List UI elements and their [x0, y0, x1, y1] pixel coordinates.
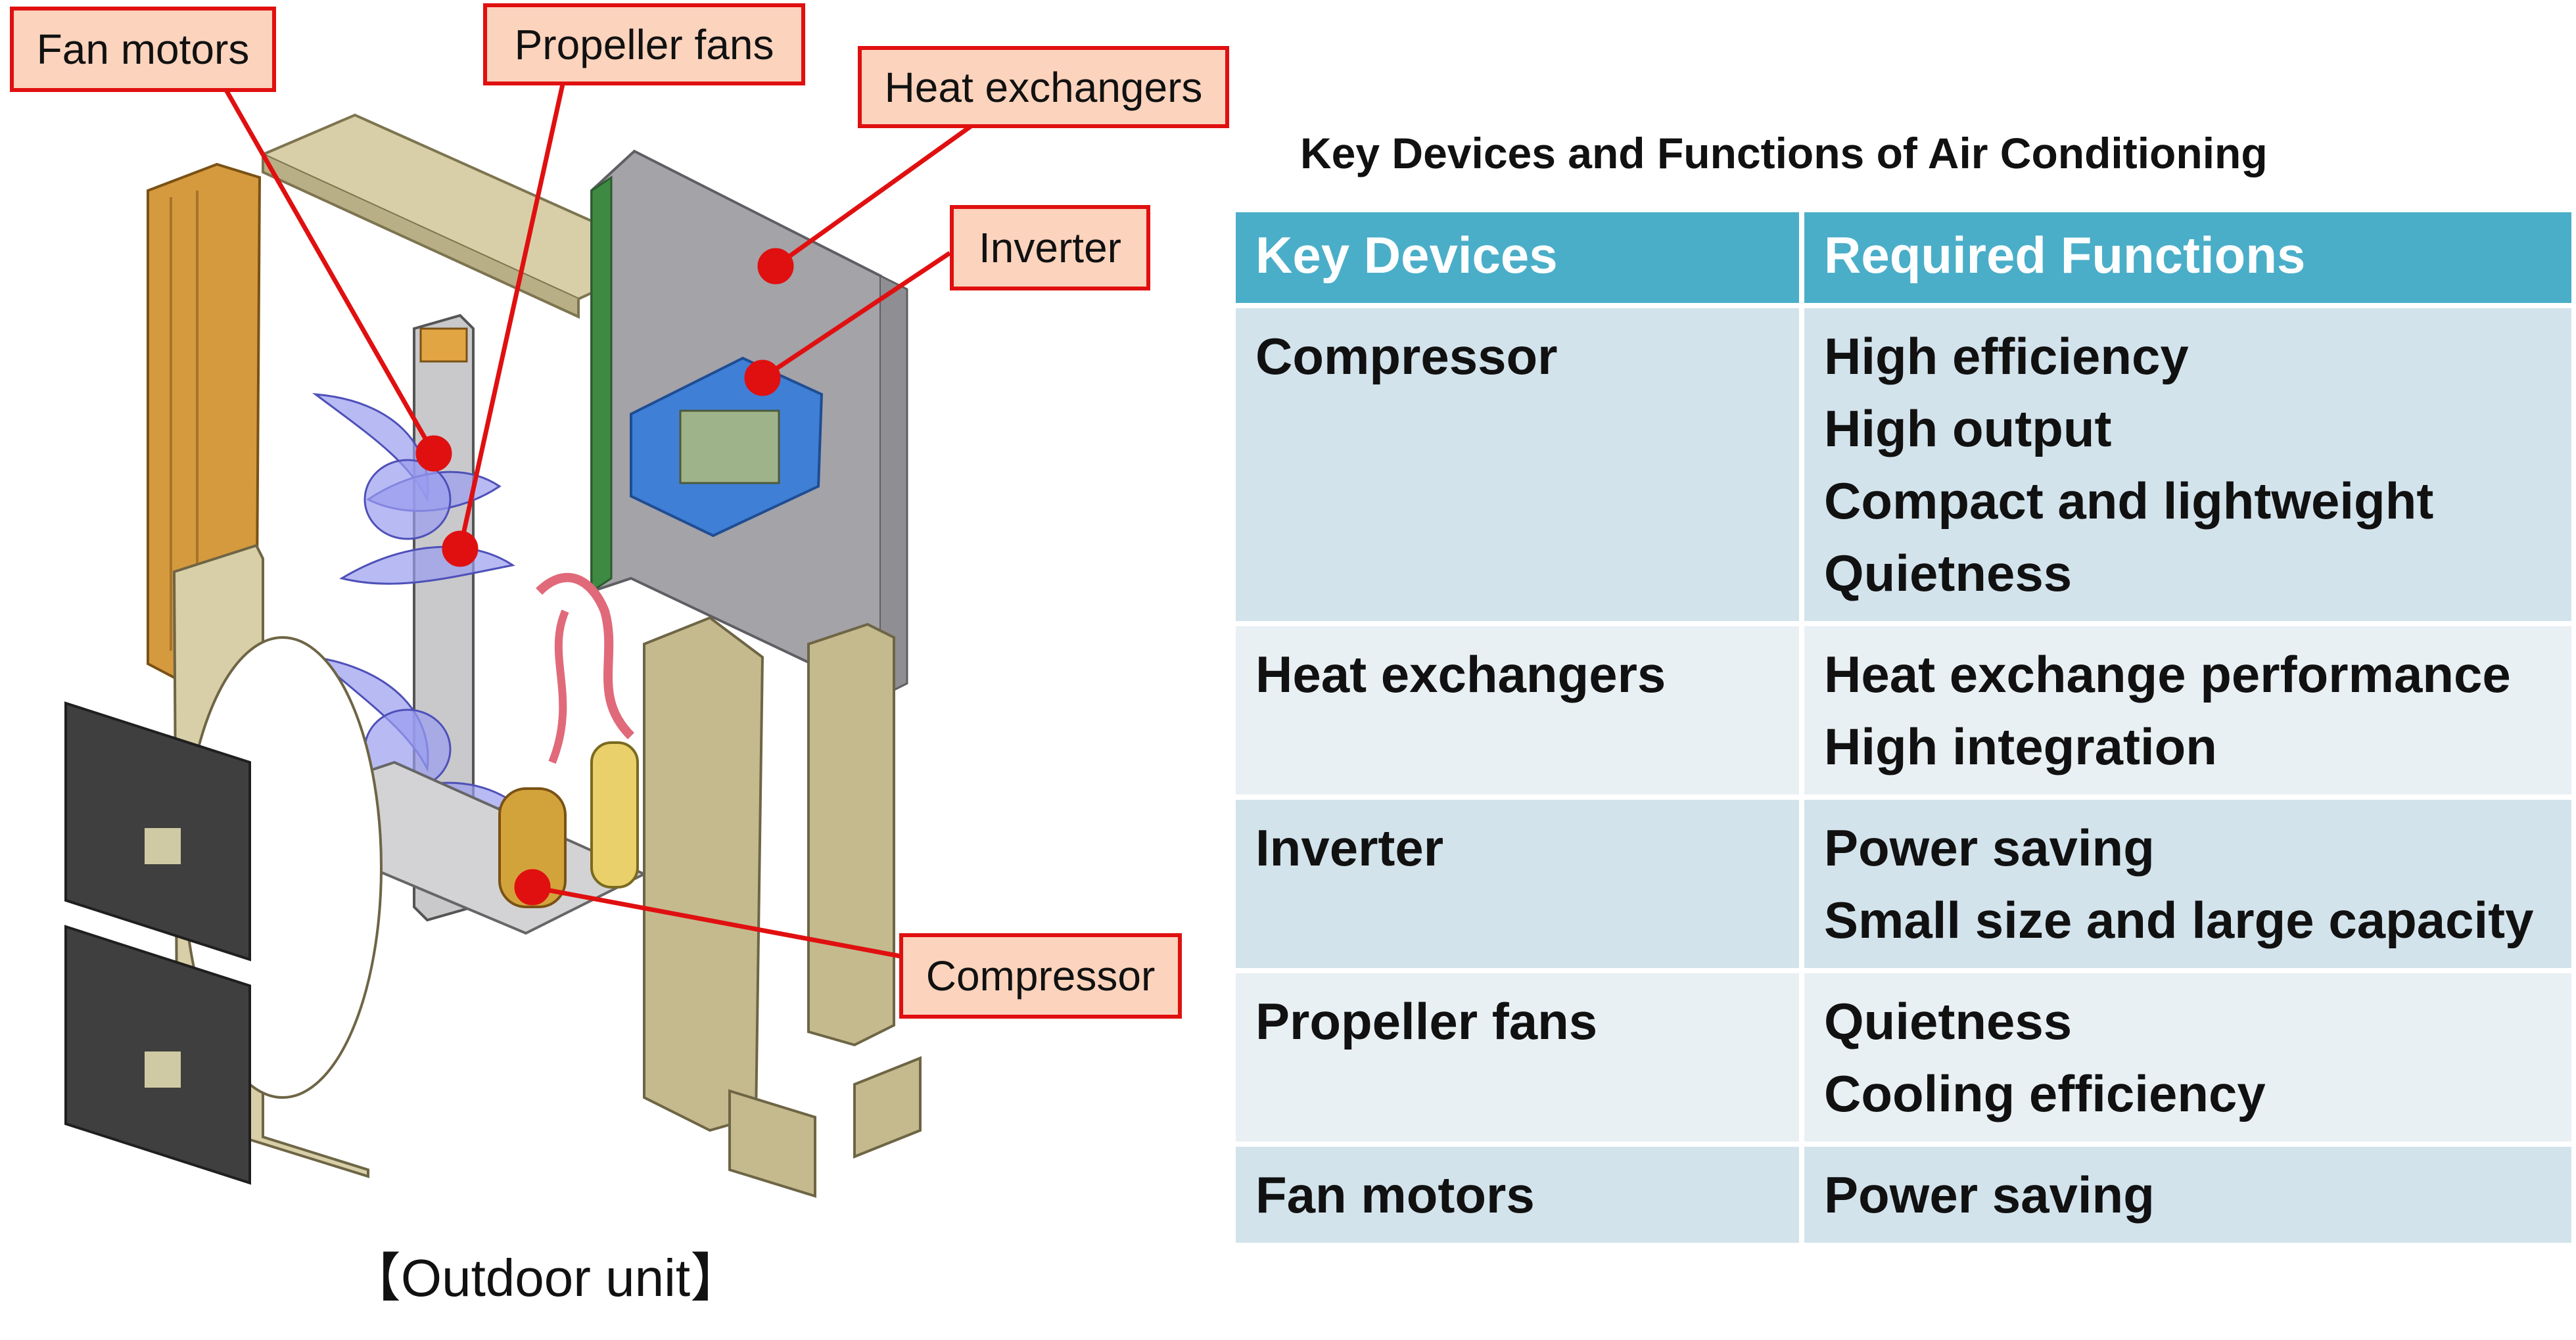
callout-compressor: Compressor	[899, 933, 1182, 1019]
callout-heat-exchangers: Heat exchangers	[858, 46, 1229, 128]
function-item: Quietness	[1824, 992, 2073, 1050]
device-cell: Inverter	[1230, 795, 1804, 973]
exploded-unit-illustration	[64, 72, 975, 1198]
function-item: Power saving	[1824, 1166, 2155, 1224]
table-title: Key Devices and Functions of Air Conditi…	[1300, 129, 2268, 177]
table-row: Fan motors Power saving	[1230, 1142, 2576, 1248]
outdoor-unit-diagram: Fan motors Propeller fans Heat exchanger…	[0, 0, 1249, 1340]
callout-inverter: Inverter	[950, 205, 1150, 290]
function-item: Small size and large capacity	[1824, 891, 2534, 949]
function-item: High efficiency	[1824, 327, 2189, 385]
device-cell: Heat exchangers	[1230, 621, 1804, 800]
function-item: Compact and lightweight	[1824, 472, 2434, 530]
function-item: Cooling efficiency	[1824, 1065, 2266, 1122]
function-item: High integration	[1824, 718, 2217, 775]
front-grilles	[64, 701, 251, 1185]
header-required-functions: Required Functions	[1799, 207, 2576, 308]
front-panel-a	[643, 616, 764, 1132]
function-item: Power saving	[1824, 819, 2155, 877]
front-panel-b	[807, 622, 895, 1047]
function-item: High output	[1824, 400, 2112, 457]
device-cell: Fan motors	[1230, 1142, 1804, 1248]
diagram-caption: 【Outdoor unit】	[348, 1249, 743, 1307]
leader-lines	[221, 72, 975, 959]
key-devices-table: Key Devices Required Functions Compresso…	[1230, 207, 2576, 1248]
callout-propeller-fans: Propeller fans	[483, 3, 805, 85]
functions-cell: Power saving	[1799, 1142, 2576, 1248]
function-item: Quietness	[1824, 544, 2073, 602]
function-item: Heat exchange performance	[1824, 645, 2511, 703]
compressor-illustration	[498, 572, 639, 908]
header-key-devices: Key Devices	[1230, 207, 1804, 308]
callout-fan-motors: Fan motors	[10, 7, 276, 92]
device-cell: Propeller fans	[1230, 968, 1804, 1147]
device-cell: Compressor	[1230, 303, 1804, 626]
table-header-row: Key Devices Required Functions	[1230, 207, 2576, 308]
